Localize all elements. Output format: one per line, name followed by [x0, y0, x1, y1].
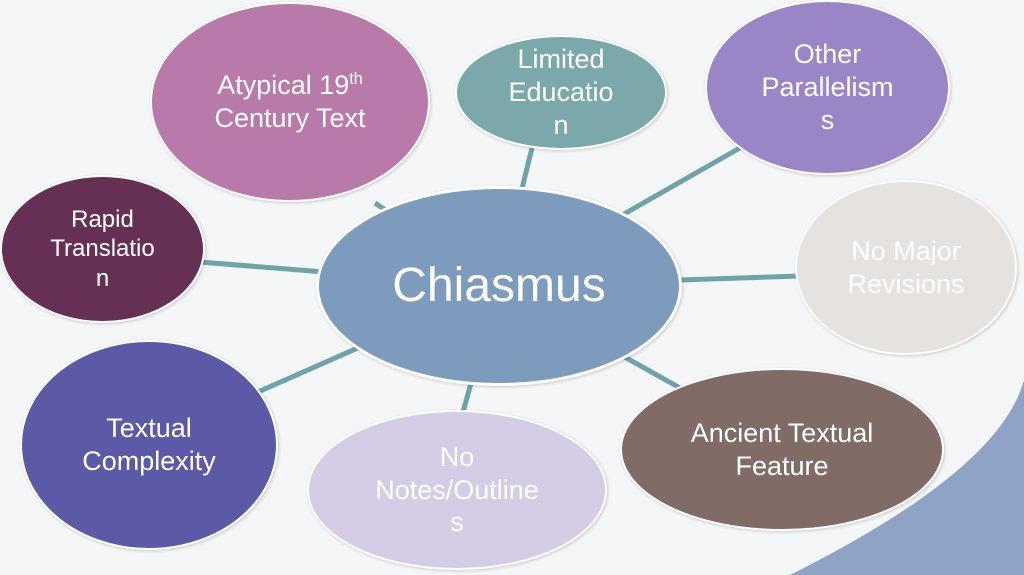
node-ancient-textual-feature: Ancient Textual Feature — [620, 368, 944, 531]
node-label-line: Educatio — [508, 77, 614, 108]
node-label-line: n — [553, 109, 569, 140]
node-rapid-translation: Rapid Translatio n — [0, 175, 205, 323]
node-label-line: Notes/Outline — [375, 474, 539, 505]
node-limited-education: Limited Educatio n — [455, 35, 667, 150]
node-label-line: Ancient Textual — [690, 417, 874, 448]
node-textual-complexity: Textual Complexity — [20, 340, 278, 550]
node-no-major-revisions: No Major Revisions — [795, 180, 1017, 355]
node-label-line: s — [820, 104, 835, 135]
node-label-line: Complexity — [82, 446, 216, 476]
center-label: Chiasmus — [392, 258, 606, 312]
node-label-line: Feature — [735, 450, 829, 481]
node-other-parallelisms: Other Parallelism s — [705, 0, 950, 175]
node-label-line: No — [439, 441, 475, 472]
node-label-superscript: th — [349, 70, 363, 89]
node-label-line: Parallelism — [761, 72, 894, 103]
corner-accent — [790, 380, 1024, 575]
node-label-line: Limited — [517, 44, 605, 75]
node-label-line: Translatio — [50, 235, 155, 263]
node-label: Atypical 19 — [217, 70, 350, 101]
node-label-line: Rapid — [71, 206, 134, 234]
node-label-line: s — [450, 507, 464, 538]
node-label-line: Revisions — [847, 268, 965, 299]
node-label-line: Other — [793, 39, 862, 70]
node-label-line: No Major — [851, 235, 961, 266]
node-no-notes-outlines: No Notes/Outline s — [307, 410, 607, 570]
node-label-line: Textual — [106, 413, 192, 444]
node-label: Century Text — [214, 103, 366, 133]
node-label-line: n — [95, 264, 110, 292]
node-center-chiasmus: Chiasmus — [316, 186, 682, 386]
